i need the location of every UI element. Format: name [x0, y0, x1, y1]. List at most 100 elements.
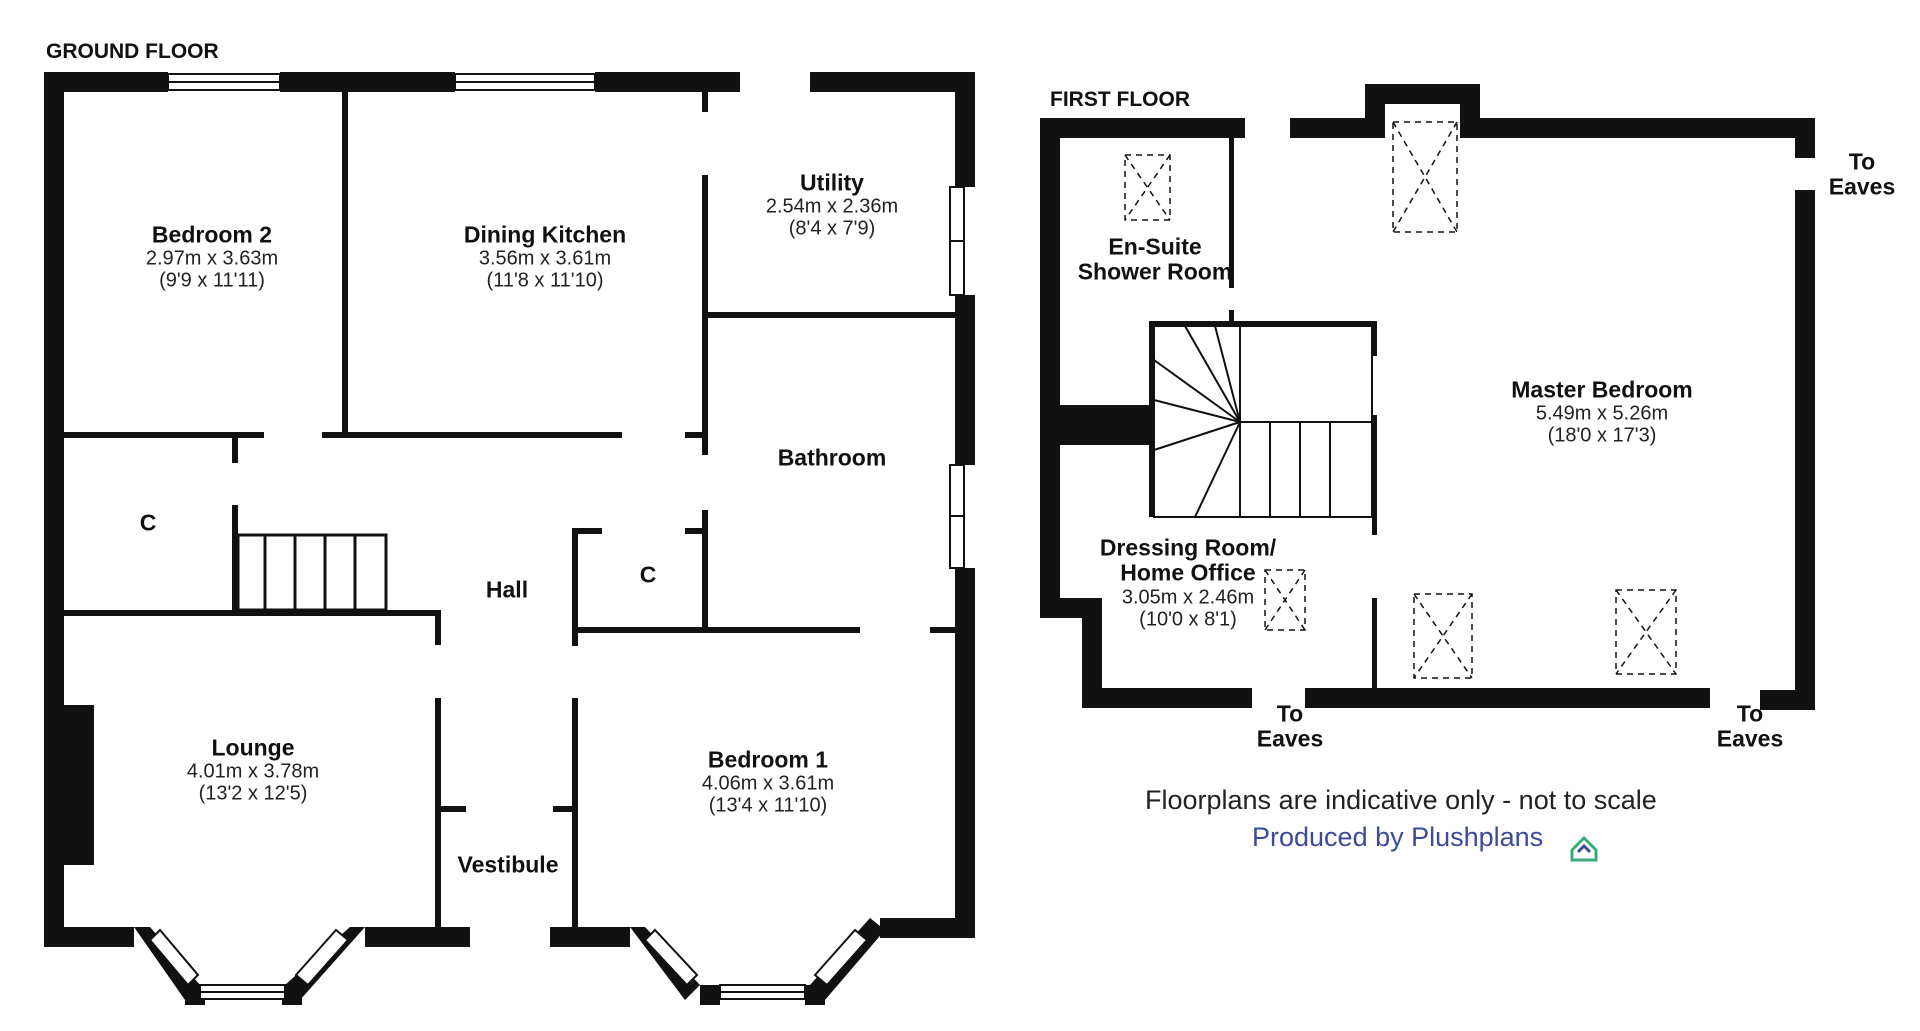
room-metric: 4.06m x 3.61m	[701, 772, 835, 795]
skylights	[1124, 121, 1677, 679]
room-imperial: (11'8 x 11'10)	[486, 269, 604, 292]
room-imperial: (18'0 x 17'3)	[1547, 424, 1657, 447]
wall	[1082, 598, 1102, 708]
room-name-line2: Home Office	[1120, 560, 1256, 586]
wall	[1372, 415, 1377, 535]
wall	[232, 505, 238, 610]
room-metric: 5.49m x 5.26m	[1535, 402, 1669, 425]
room-label-dressing-room: Dressing Room/ Home Office 3.05m x 2.46m…	[1100, 535, 1276, 631]
wall	[1229, 310, 1234, 325]
wall	[930, 627, 960, 633]
room-label-utility: Utility 2.54m x 2.36m (8'4 x 7'9)	[766, 169, 898, 240]
disclaimer-text: Floorplans are indicative only - not to …	[1145, 785, 1657, 815]
wall	[955, 568, 975, 938]
room-label-ensuite: En-Suite Shower Room	[1077, 234, 1233, 286]
wall	[1760, 690, 1815, 710]
room-name-line2: Shower Room	[1077, 259, 1233, 285]
wall	[595, 72, 740, 92]
room-label-master-bedroom: Master Bedroom 5.49m x 5.26m (18'0 x 17'…	[1511, 377, 1692, 447]
room-label-lounge: Lounge 4.01m x 3.78m (13'2 x 12'5)	[187, 734, 319, 805]
wall	[1040, 118, 1060, 618]
room-label-bedroom-2: Bedroom 2 2.97m x 3.63m (9'9 x 11'11)	[145, 221, 279, 292]
room-imperial: (10'0 x 8'1)	[1139, 608, 1237, 631]
bay-wall	[700, 985, 720, 1005]
wall	[44, 927, 134, 947]
bay-wall	[282, 985, 302, 1005]
room-label-bathroom: Bathroom	[777, 444, 887, 471]
room-imperial: (9'9 x 11'11)	[159, 269, 265, 292]
wall	[365, 927, 470, 947]
wall	[1149, 321, 1377, 326]
wall	[880, 918, 975, 938]
wall	[342, 92, 348, 437]
eaves-line2: Eaves	[1256, 726, 1324, 752]
bay-wall	[805, 985, 825, 1005]
eaves-line2: Eaves	[1716, 726, 1784, 752]
room-name: Bedroom 1	[707, 746, 829, 773]
wall	[1795, 190, 1815, 710]
room-metric: 2.97m x 3.63m	[145, 247, 279, 270]
wall	[64, 610, 441, 616]
ground-stairs	[236, 533, 388, 612]
room-name: Vestibule	[457, 851, 559, 878]
wall	[553, 806, 578, 812]
eaves-label-bottom-right: To Eaves	[1716, 701, 1784, 753]
wall	[572, 528, 602, 534]
wall	[1060, 405, 1152, 445]
room-name: Bedroom 2	[151, 221, 273, 248]
eaves-line2: Eaves	[1828, 174, 1896, 200]
wall	[435, 698, 441, 933]
wall	[44, 72, 168, 92]
wall	[1365, 84, 1480, 104]
ground-floor-title: GROUND FLOOR	[46, 40, 219, 63]
window	[643, 928, 699, 987]
skylight	[1615, 589, 1677, 675]
room-imperial: (8'4 x 7'9)	[788, 217, 876, 240]
wall	[1795, 118, 1815, 158]
room-metric: 3.05m x 2.46m	[1121, 586, 1255, 609]
wall	[955, 72, 975, 187]
wall	[702, 92, 708, 112]
wall	[685, 528, 705, 534]
eaves-label-bottom-middle: To Eaves	[1256, 701, 1324, 753]
wall	[1229, 138, 1234, 288]
room-name: Bathroom	[777, 444, 887, 471]
wall	[572, 627, 860, 633]
skylight	[1413, 593, 1473, 679]
wall	[955, 295, 975, 465]
wall	[1372, 598, 1377, 688]
room-imperial: (13'4 x 11'10)	[708, 794, 828, 817]
wall	[441, 806, 466, 812]
room-label-cupboard: C	[639, 561, 657, 588]
skylight	[1392, 121, 1458, 233]
window	[294, 928, 350, 987]
wall	[1305, 688, 1710, 708]
wall	[550, 927, 630, 947]
room-name: C	[639, 561, 657, 588]
wall	[435, 610, 441, 645]
wall	[810, 72, 975, 92]
room-name: Lounge	[211, 734, 295, 761]
first-floor-walls	[1040, 84, 1815, 710]
room-label-cupboard: C	[139, 509, 157, 536]
window	[813, 928, 869, 987]
bay-wall	[630, 927, 700, 1000]
wall	[702, 510, 708, 630]
window	[148, 928, 200, 987]
room-label-bedroom-1: Bedroom 1 4.06m x 3.61m (13'4 x 11'10)	[701, 746, 835, 817]
room-name: C	[139, 509, 157, 536]
wall	[280, 72, 455, 92]
bay-wall	[134, 927, 200, 1000]
room-label-hall: Hall	[486, 577, 528, 603]
wall	[1149, 321, 1154, 517]
wall	[1290, 118, 1380, 138]
room-imperial: (13'2 x 12'5)	[198, 782, 308, 805]
first-floor-title: FIRST FLOOR	[1050, 88, 1190, 111]
wall	[322, 432, 622, 438]
wall	[685, 432, 705, 438]
wall	[1372, 321, 1377, 356]
room-name: Utility	[800, 169, 864, 196]
plushplans-logo	[1570, 835, 1598, 862]
wall	[1040, 118, 1245, 138]
